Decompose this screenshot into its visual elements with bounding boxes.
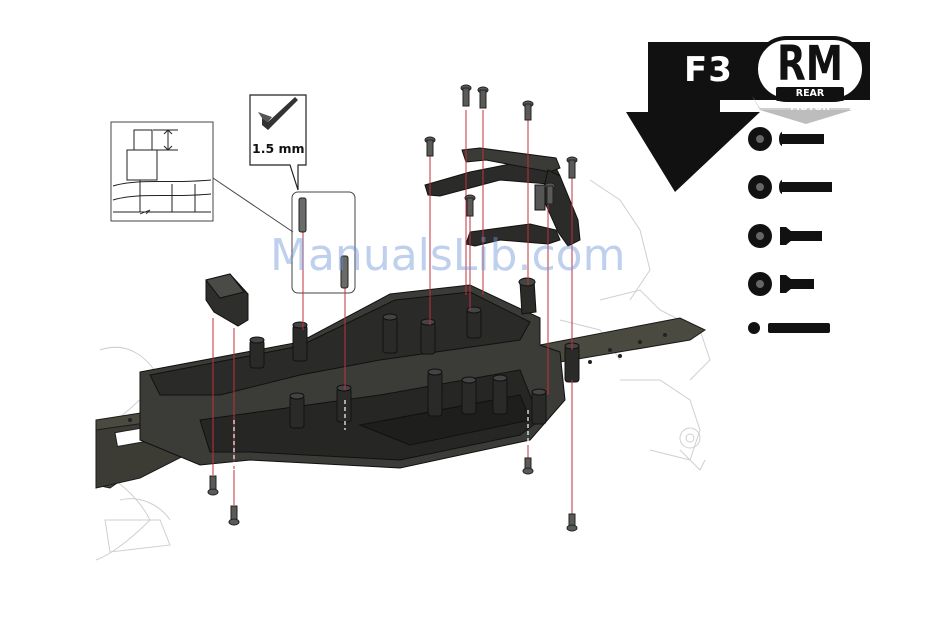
battery-stop-block [206, 274, 248, 326]
step-number: F3 [684, 50, 733, 90]
inset-leader-line [213, 178, 293, 232]
hex-wrench-size-label: 1.5 mm [252, 141, 305, 156]
battery-tray [140, 285, 579, 468]
watermark: ManualsLib.com [270, 230, 625, 281]
rear-motor-badge: RM REAR MOTOR [754, 36, 866, 102]
depth-detail-inset [111, 122, 213, 221]
rear-motor-code: RM [769, 36, 850, 92]
button-head-screw-long-icon [748, 127, 824, 151]
rear-motor-subtitle: REAR MOTOR [776, 87, 844, 101]
flat-head-screw-short-icon [748, 272, 814, 296]
pin-rod-icon [748, 322, 830, 334]
hardware-icons [748, 127, 832, 334]
button-head-screw-longer-icon [748, 175, 832, 199]
flat-head-screw-icon [748, 224, 822, 248]
